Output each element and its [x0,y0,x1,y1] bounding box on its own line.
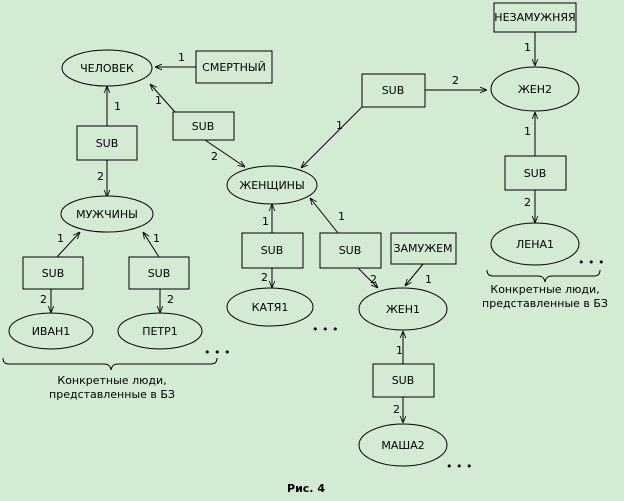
node-zamuzhem: ЗАМУЖЕМ [390,232,457,265]
edge-label: 2 [40,293,47,306]
node-muzhchiny: МУЖЧИНЫ [60,195,154,233]
figure-caption: Рис. 4 [287,482,325,495]
edge-label: 1 [114,100,121,113]
node-sub-f: SUB [319,232,382,269]
node-label: ЧЕЛОВЕК [80,62,134,75]
edge-label: 2 [211,150,218,163]
node-label: SUB [339,244,362,257]
node-label: НЕЗАМУЖНЯЯ [494,11,575,24]
edge-subB-zhenshchiny [204,139,245,167]
edge-subD-muzhchiny [143,232,160,258]
edge-label: 1 [178,51,185,64]
edge-label: 2 [167,293,174,306]
edge-label: 2 [261,271,268,284]
brace-right [486,269,601,283]
node-zhenshchiny: ЖЕНЩИНЫ [226,165,318,205]
node-chelovek: ЧЕЛОВЕК [61,49,153,87]
node-sub-i: SUB [504,155,567,191]
caption-left-line2: представленные в БЗ [49,388,175,401]
edge-label: 2 [370,273,377,286]
edge-label: 1 [336,119,343,132]
edge-label: 1 [524,41,531,54]
edge-label: 2 [97,170,104,183]
node-label: МАША2 [381,439,424,452]
node-label: SUB [392,374,415,387]
node-katya: КАТЯ1 [226,287,314,327]
node-label: SUB [148,267,171,280]
caption-right-line1: Конкретные люди, [490,283,599,296]
edge-subC-muzhchiny [56,232,80,258]
node-sub-d: SUB [128,256,190,290]
node-label: ПЕТР1 [142,325,178,338]
edge-subF-zhen1 [357,267,378,288]
node-label: ЖЕН1 [386,303,420,316]
edge-label: 1 [153,232,160,245]
node-petr: ПЕТР1 [117,312,203,350]
edge-label: 2 [524,196,531,209]
node-label: SUB [192,120,215,133]
edge-label: 1 [338,210,345,223]
edge-subB-chelovek [150,84,176,113]
edge-label: 2 [452,74,459,87]
node-sub-e: SUB [241,232,304,269]
node-label: SUB [261,244,284,257]
edge-subH-zhenshchiny [301,106,363,168]
node-zhen1: ЖЕН1 [358,287,448,331]
node-nezamuzhnyaya: НЕЗАМУЖНЯЯ [493,2,577,33]
node-ivan: ИВАН1 [8,312,94,350]
node-label: ЖЕНЩИНЫ [239,179,304,192]
ellipsis-dots: • • • [578,256,604,269]
edge-zamuzhem-zhen1 [405,263,424,286]
caption-left-line1: Конкретные люди, [57,374,166,387]
edge-subF-zhenshchiny [310,198,339,234]
node-masha: МАША2 [358,423,448,467]
node-label: ЖЕН2 [518,83,552,96]
node-sub-h: SUB [361,73,426,108]
node-label: SUB [42,267,65,280]
node-label: SUB [96,137,119,150]
node-label: ИВАН1 [32,325,71,338]
node-label: ЗАМУЖЕМ [393,242,452,255]
edges [51,32,535,423]
edge-label: 1 [396,344,403,357]
node-label: КАТЯ1 [252,301,289,314]
ellipsis-dots: • • • [204,346,230,359]
edge-label: 1 [524,125,531,138]
node-label: SUB [524,167,547,180]
edge-label: 2 [393,403,400,416]
ellipsis-dots: • • • [312,323,338,336]
node-sub-g: SUB [372,363,435,398]
edge-labels: 1 1 2 1 2 1 2 1 2 1 2 1 2 1 1 2 1 2 1 1 … [40,41,531,416]
node-sub-a: SUB [76,125,138,161]
ellipsis-dots: • • • [446,460,472,473]
node-lena: ЛЕНА1 [490,222,580,266]
brace-left [2,357,218,371]
node-smertny: СМЕРТНЫЙ [195,50,273,84]
edge-label: 1 [262,215,269,228]
caption-right-line2: представленные в БЗ [482,297,608,310]
edge-label: 1 [425,273,432,286]
node-label: СМЕРТНЫЙ [202,61,266,74]
node-label: SUB [382,84,405,97]
edge-label: 1 [57,232,64,245]
node-sub-b: SUB [172,111,235,141]
node-label: ЛЕНА1 [516,238,554,251]
node-label: МУЖЧИНЫ [76,208,138,221]
node-zhen2: ЖЕН2 [490,66,580,112]
node-sub-c: SUB [22,256,84,290]
edge-label: 1 [155,94,162,107]
